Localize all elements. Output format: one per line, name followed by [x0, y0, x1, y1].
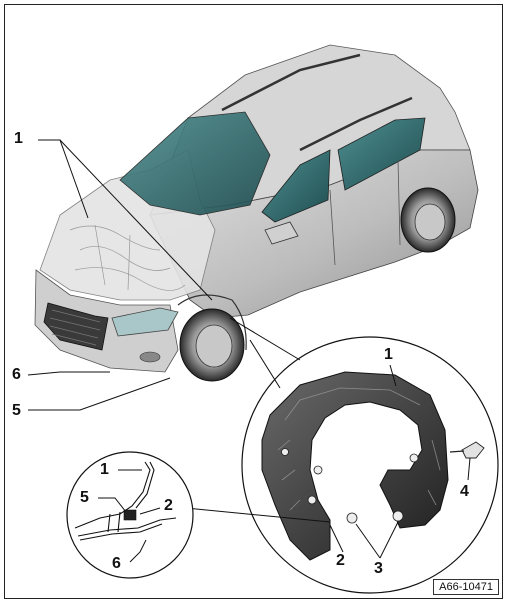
car-headlight: [111, 307, 179, 337]
car-illustration: [34, 44, 479, 382]
callout-main-1: 1: [14, 130, 23, 147]
liner-clip: [313, 465, 323, 475]
bracket-clip: [123, 509, 137, 521]
wheel-arch-liner: [261, 371, 485, 561]
liner-clip: [346, 512, 358, 524]
callout-detail-6: 6: [112, 555, 121, 572]
engine-bay-lines: [69, 224, 186, 291]
callout-main-5: 5: [12, 402, 21, 419]
callout-liner-2: 2: [336, 552, 345, 569]
callout-main-6: 6: [12, 366, 21, 383]
car-wheel-arch: [177, 294, 247, 351]
car-windshield: [119, 111, 271, 216]
callout-liner-3: 3: [374, 560, 383, 577]
callout-detail-5: 5: [80, 489, 89, 506]
car-fog-light: [139, 351, 161, 363]
detail-circle-connector: [229, 317, 301, 389]
callout-detail-1: 1: [100, 461, 109, 478]
liner-clip: [281, 448, 289, 456]
car-rear-window: [337, 117, 426, 191]
bracket-cross-section: [74, 461, 177, 541]
callout-liner-4: 4: [460, 483, 469, 500]
callout-liner-1: 1: [384, 346, 393, 363]
car-grille: [43, 302, 109, 351]
car-front-window: [261, 149, 331, 223]
detail-leader-lines: [98, 469, 161, 563]
screw-icon: [449, 441, 485, 459]
main-leader-lines: [27, 139, 213, 411]
liner-clip: [392, 510, 404, 522]
liner-clip: [409, 453, 419, 463]
reference-code: A66-10471: [433, 579, 499, 595]
callout-detail-2: 2: [164, 497, 173, 514]
diagram-frame: [4, 4, 503, 599]
liner-clip: [307, 495, 317, 505]
car-mirror: [264, 221, 299, 245]
